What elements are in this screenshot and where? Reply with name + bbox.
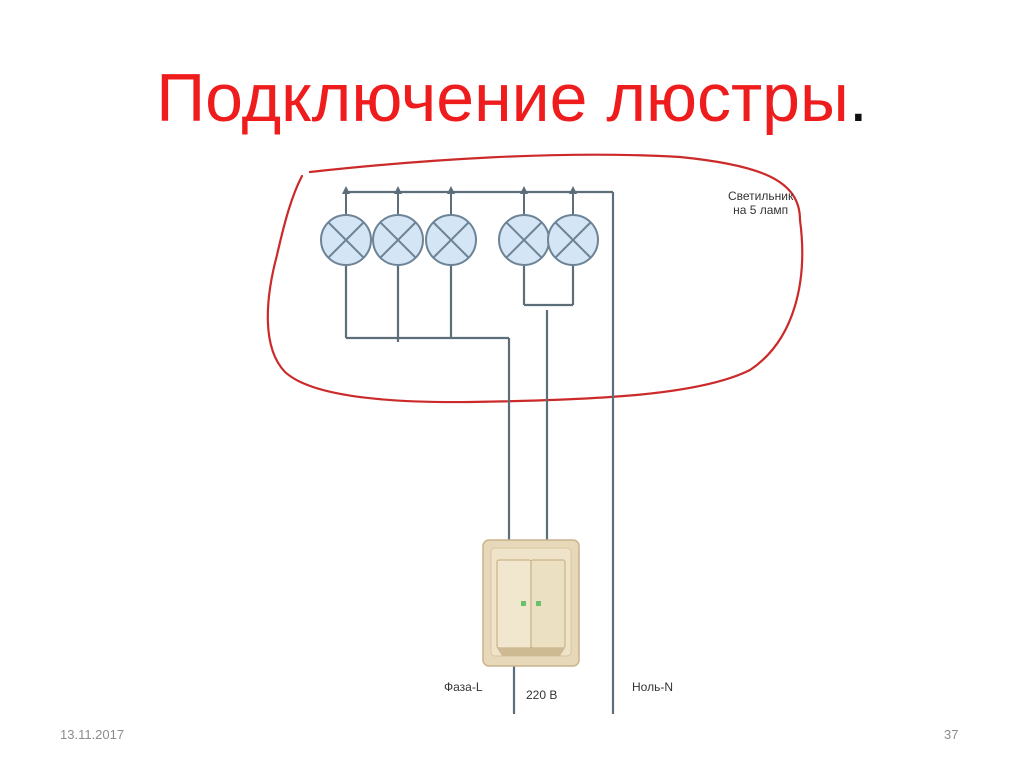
neutral-label: Ноль-N	[632, 680, 673, 694]
fixture-outline	[266, 153, 804, 404]
title-dot: .	[848, 60, 868, 136]
lamp-5	[547, 214, 599, 266]
lamp-1	[320, 214, 372, 266]
bus-stubs	[345, 192, 574, 214]
wires	[344, 190, 615, 714]
two-gang-switch	[482, 539, 580, 667]
bus-arrows	[342, 186, 577, 194]
arrow-5	[569, 186, 577, 194]
phase-label: Фаза-L	[444, 680, 483, 694]
arrow-4	[520, 186, 528, 194]
page-number: 37	[944, 727, 959, 742]
page-title: Подключение люстры.	[0, 58, 1024, 138]
fixture-label: Светильник на 5 ламп	[728, 189, 793, 217]
footer-date: 13.11.2017	[60, 727, 125, 742]
title-text: Подключение люстры	[156, 60, 849, 136]
voltage-label: 220 В	[526, 688, 558, 702]
switch-indicator-left	[521, 601, 526, 606]
fixture-label-line1: Светильник	[728, 189, 794, 203]
arrow-3	[447, 186, 455, 194]
arrow-2	[394, 186, 402, 194]
arrow-1	[342, 186, 350, 194]
switch-indicator-right	[536, 601, 541, 606]
lamp-3	[425, 214, 477, 266]
switch-bottom-shadow	[497, 648, 565, 656]
lamp-4	[498, 214, 550, 266]
lamp-2	[372, 214, 424, 266]
fixture-label-line2: на 5 ламп	[733, 203, 789, 217]
